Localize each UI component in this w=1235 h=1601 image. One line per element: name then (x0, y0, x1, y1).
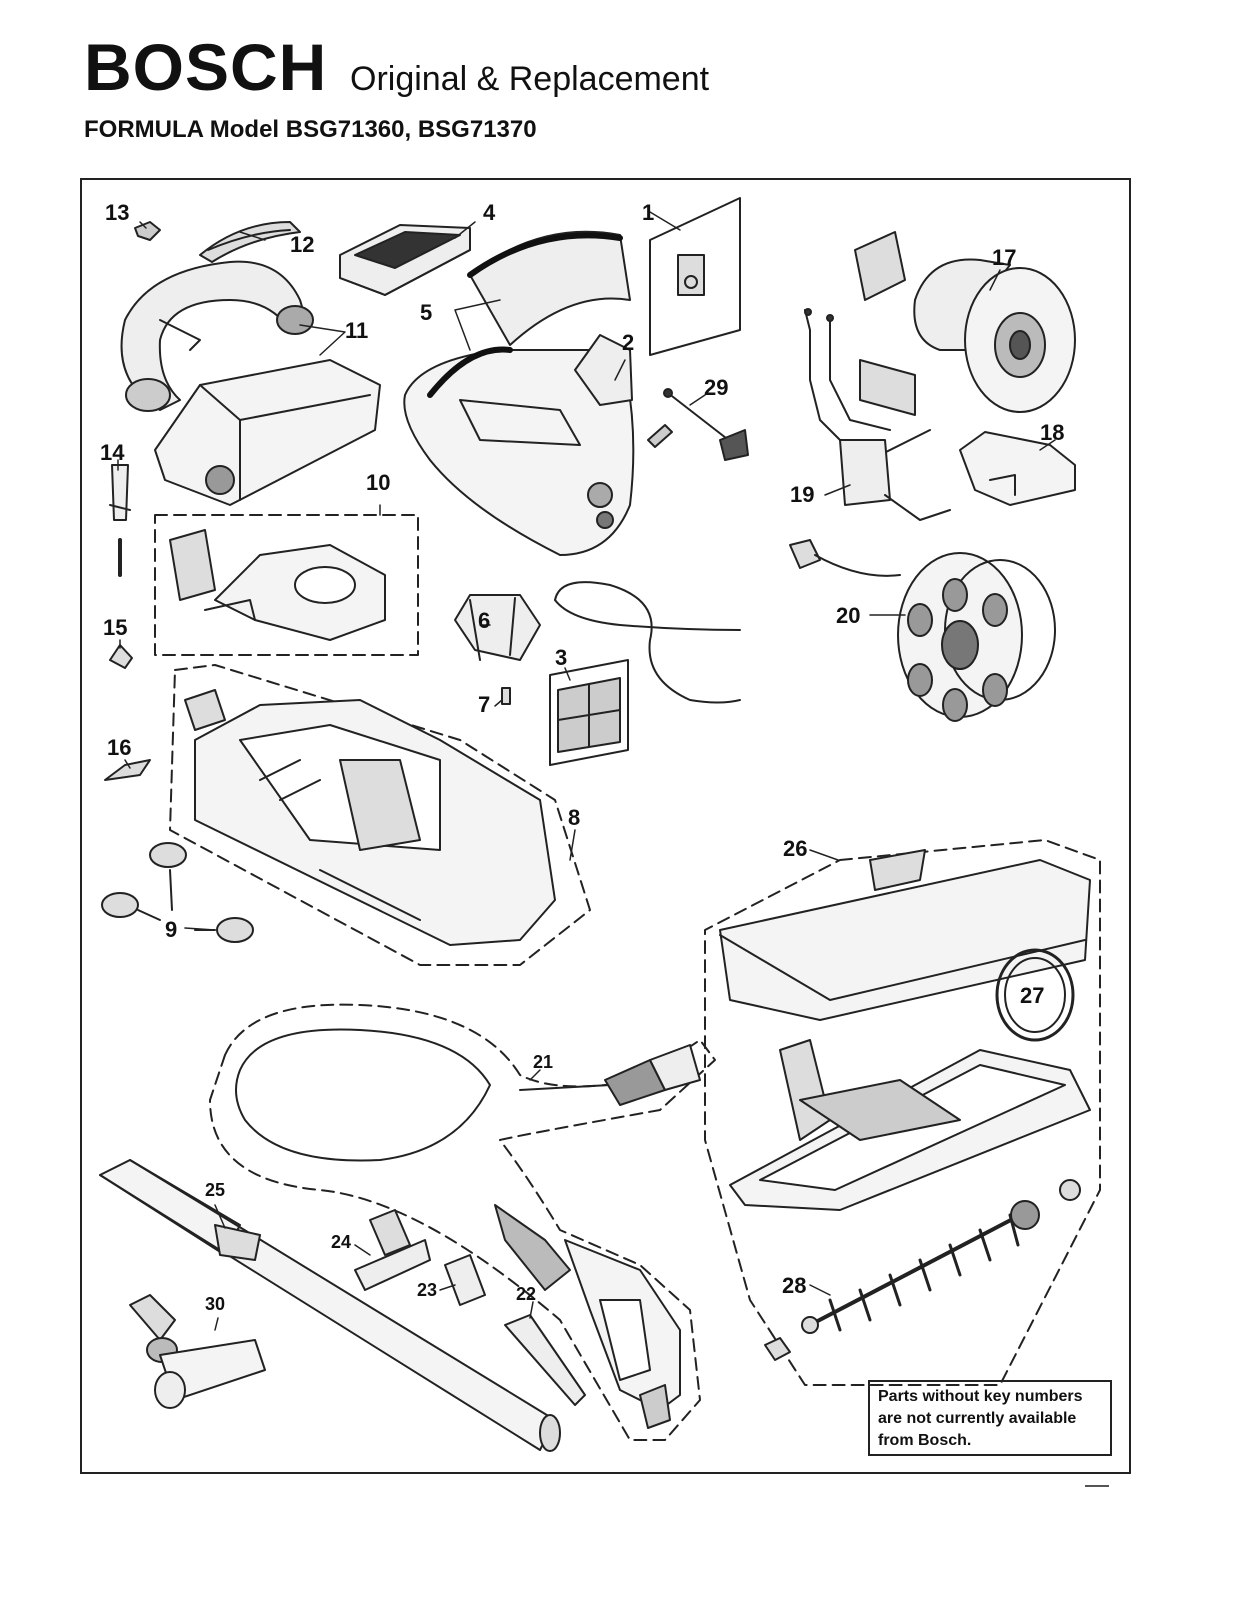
callout-15: 15 (103, 615, 127, 640)
callout-18: 18 (1040, 420, 1064, 445)
part-5-top-lid (403, 230, 635, 556)
callout-9: 9 (165, 917, 177, 942)
part-3-exhaust-filter (549, 659, 629, 766)
part-14-spring-pin (109, 464, 131, 577)
callout-labels: 1 2 3 4 5 6 7 8 9 10 11 12 13 14 15 16 1… (100, 200, 1064, 1314)
part-27-belt (995, 948, 1075, 1042)
part-23-small-brush (444, 1254, 486, 1306)
callout-24: 24 (331, 1232, 351, 1252)
part-26-power-nozzle (704, 839, 1101, 1386)
part-21-hose (209, 1003, 716, 1441)
callout-29: 29 (704, 375, 728, 400)
part-20-cord-reel (789, 539, 1056, 722)
callout-13: 13 (105, 200, 129, 225)
callout-28: 28 (782, 1273, 806, 1298)
callout-3: 3 (555, 645, 567, 670)
callout-21: 21 (533, 1052, 553, 1072)
callout-17: 17 (992, 245, 1016, 270)
part-18-motor-cover (959, 431, 1076, 506)
callout-26: 26 (783, 836, 807, 861)
callout-19: 19 (790, 482, 814, 507)
footer-mark (1085, 1485, 1109, 1487)
part-16-bracket (104, 759, 151, 781)
callout-20: 20 (836, 603, 860, 628)
callout-30: 30 (205, 1294, 225, 1314)
callout-10: 10 (366, 470, 390, 495)
power-cord (554, 581, 741, 704)
callout-12: 12 (290, 232, 314, 257)
part-19-wiring-harness (804, 308, 951, 521)
part-30-turbo-brush (129, 1294, 266, 1409)
availability-note: Parts without key numbers are not curren… (868, 1380, 1112, 1456)
part-7-spring (501, 687, 511, 705)
brand-logo: BOSCH (84, 30, 328, 104)
part-17-motor (854, 231, 1076, 413)
part-12-handle-grip (199, 221, 301, 263)
callout-8: 8 (568, 805, 580, 830)
callout-22: 22 (516, 1284, 536, 1304)
callout-2: 2 (622, 330, 634, 355)
callout-14: 14 (100, 440, 125, 465)
part-8-housing-base (169, 664, 591, 966)
callout-23: 23 (417, 1280, 437, 1300)
part-10-bag-compartment (154, 514, 419, 656)
part-22-crevice-tool (504, 1314, 586, 1406)
part-1-dust-bag (649, 197, 741, 356)
part-25-telescopic-wand (99, 1159, 561, 1452)
part-15-small-clip (109, 644, 133, 669)
part-11-handle-housing (120, 260, 381, 506)
callout-25: 25 (205, 1180, 225, 1200)
callout-16: 16 (107, 735, 131, 760)
callout-7: 7 (478, 692, 490, 717)
part-6-latch (454, 594, 541, 661)
part-28-brush-roll (764, 1200, 1040, 1361)
part-2-bag-holder (574, 334, 633, 406)
callout-27: 27 (1020, 983, 1044, 1008)
part-13-clip (134, 221, 161, 241)
part-9-casters (101, 842, 254, 943)
callout-5: 5 (420, 300, 432, 325)
callout-1: 1 (642, 200, 654, 225)
model-title: FORMULA Model BSG71360, BSG71370 (84, 116, 537, 143)
callout-11: 11 (345, 318, 368, 343)
part-4-filter-cover (339, 224, 471, 296)
page-subtitle: Original & Replacement (350, 60, 710, 98)
callout-6: 6 (478, 608, 490, 633)
part-24-upholstery-tool (354, 1209, 431, 1291)
part-29-pin (647, 388, 749, 461)
diagram-frame (80, 178, 1131, 1474)
callout-4: 4 (483, 200, 496, 225)
leader-lines (117, 211, 1056, 1331)
